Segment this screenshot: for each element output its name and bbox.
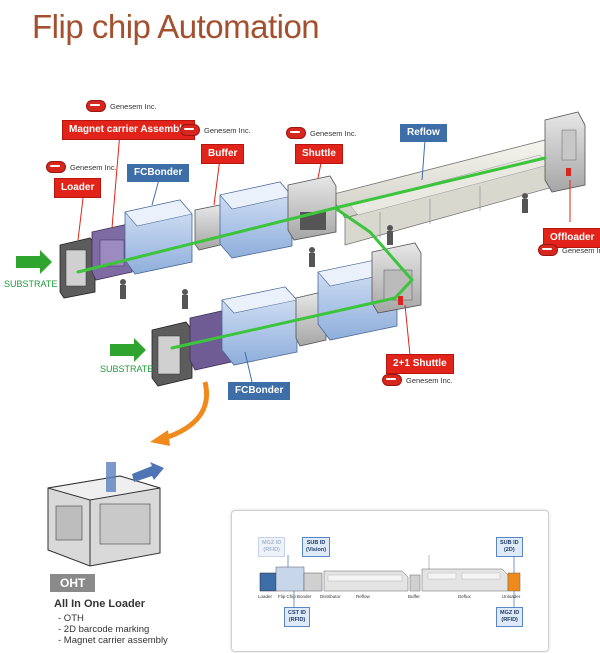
offloader-machine xyxy=(544,111,586,193)
loader-label: Loader xyxy=(54,178,102,198)
shuttle-label: Shuttle xyxy=(295,144,343,164)
genesem-logo: Genesem Inc. xyxy=(538,244,600,256)
substrate-label-bottom: SUBSTRATE xyxy=(100,364,154,374)
substrate-arrow-bottom xyxy=(110,338,146,362)
buffer-label: Buffer xyxy=(201,144,245,164)
red-pointer-lines xyxy=(77,131,571,356)
genesem-logo-icon xyxy=(180,124,200,136)
mgz-id-left-box: MGZ ID (RFID) xyxy=(258,537,286,557)
genesem-logo-icon xyxy=(46,161,66,173)
substrate-arrow-top xyxy=(16,250,52,274)
fcbonder-top-label: FCBonder xyxy=(127,164,190,182)
loader-machine xyxy=(59,237,96,299)
sub-id-2d-box: SUB ID (2D) xyxy=(496,537,523,557)
genesem-logo-icon xyxy=(86,100,106,112)
inset-line-drawing xyxy=(259,555,521,607)
station-label: Distributor xyxy=(320,594,341,599)
oht-title: All In One Loader xyxy=(54,598,146,610)
station-label: Reflow xyxy=(356,594,370,599)
station-label: Loader xyxy=(258,594,273,599)
orange-arrow xyxy=(164,381,209,441)
oht-feature-item: - OTH xyxy=(58,613,84,624)
station-label: Buffer xyxy=(408,594,420,599)
bottom-loader-machine xyxy=(151,321,193,387)
flow-lines xyxy=(76,156,547,350)
fcbonder-bottom-label: FCBonder xyxy=(228,382,291,400)
reflow-label: Reflow xyxy=(400,124,447,142)
oht-feature-item: - Magnet carrier assembly xyxy=(58,635,168,646)
fcbonder-bottom-1 xyxy=(221,286,298,366)
station-label: Unloader xyxy=(502,594,521,599)
oht-feature-list: - OTH - 2D barcode marking - Magnet carr… xyxy=(58,613,168,646)
production-line-illustration xyxy=(16,111,586,446)
shuttle-machine xyxy=(287,175,337,241)
genesem-logo: Genesem Inc. xyxy=(382,374,453,386)
page-title: Flip chip Automation xyxy=(32,8,320,45)
id-tracking-inset: MGZ ID (RFID) SUB ID (Vision) CST ID (RF… xyxy=(231,510,549,652)
sub-id-vision-box: SUB ID (Vision) xyxy=(302,537,331,557)
station-label: Flip Chip Bonder xyxy=(278,594,312,599)
oht-feature-item: - 2D barcode marking xyxy=(58,624,150,635)
magnet-carrier-label: Magnet carrier Assembly xyxy=(62,120,195,140)
station-label: Deflux xyxy=(458,594,471,599)
genesem-logo-icon xyxy=(538,244,558,256)
offloader-label: Offloader xyxy=(543,228,600,248)
genesem-logo-icon xyxy=(382,374,402,386)
genesem-logo: Genesem Inc. xyxy=(86,100,157,112)
genesem-logo: Genesem Inc. xyxy=(46,161,117,173)
oht-badge: OHT xyxy=(50,574,96,592)
shuttle-21-label: 2+1 Shuttle xyxy=(386,354,454,374)
substrate-label-top: SUBSTRATE xyxy=(4,279,58,289)
shuttle-21-machine xyxy=(371,242,422,314)
cst-id-box: CST ID (RFID) xyxy=(284,607,311,627)
fcbonder-top-1 xyxy=(124,199,193,275)
genesem-logo: Genesem Inc. xyxy=(180,124,251,136)
oht-loader-illustration xyxy=(47,462,164,567)
mgz-id-right-box: MGZ ID (RFID) xyxy=(496,607,524,627)
workers xyxy=(120,193,528,309)
genesem-logo: Genesem Inc. xyxy=(286,127,357,139)
genesem-logo-icon xyxy=(286,127,306,139)
